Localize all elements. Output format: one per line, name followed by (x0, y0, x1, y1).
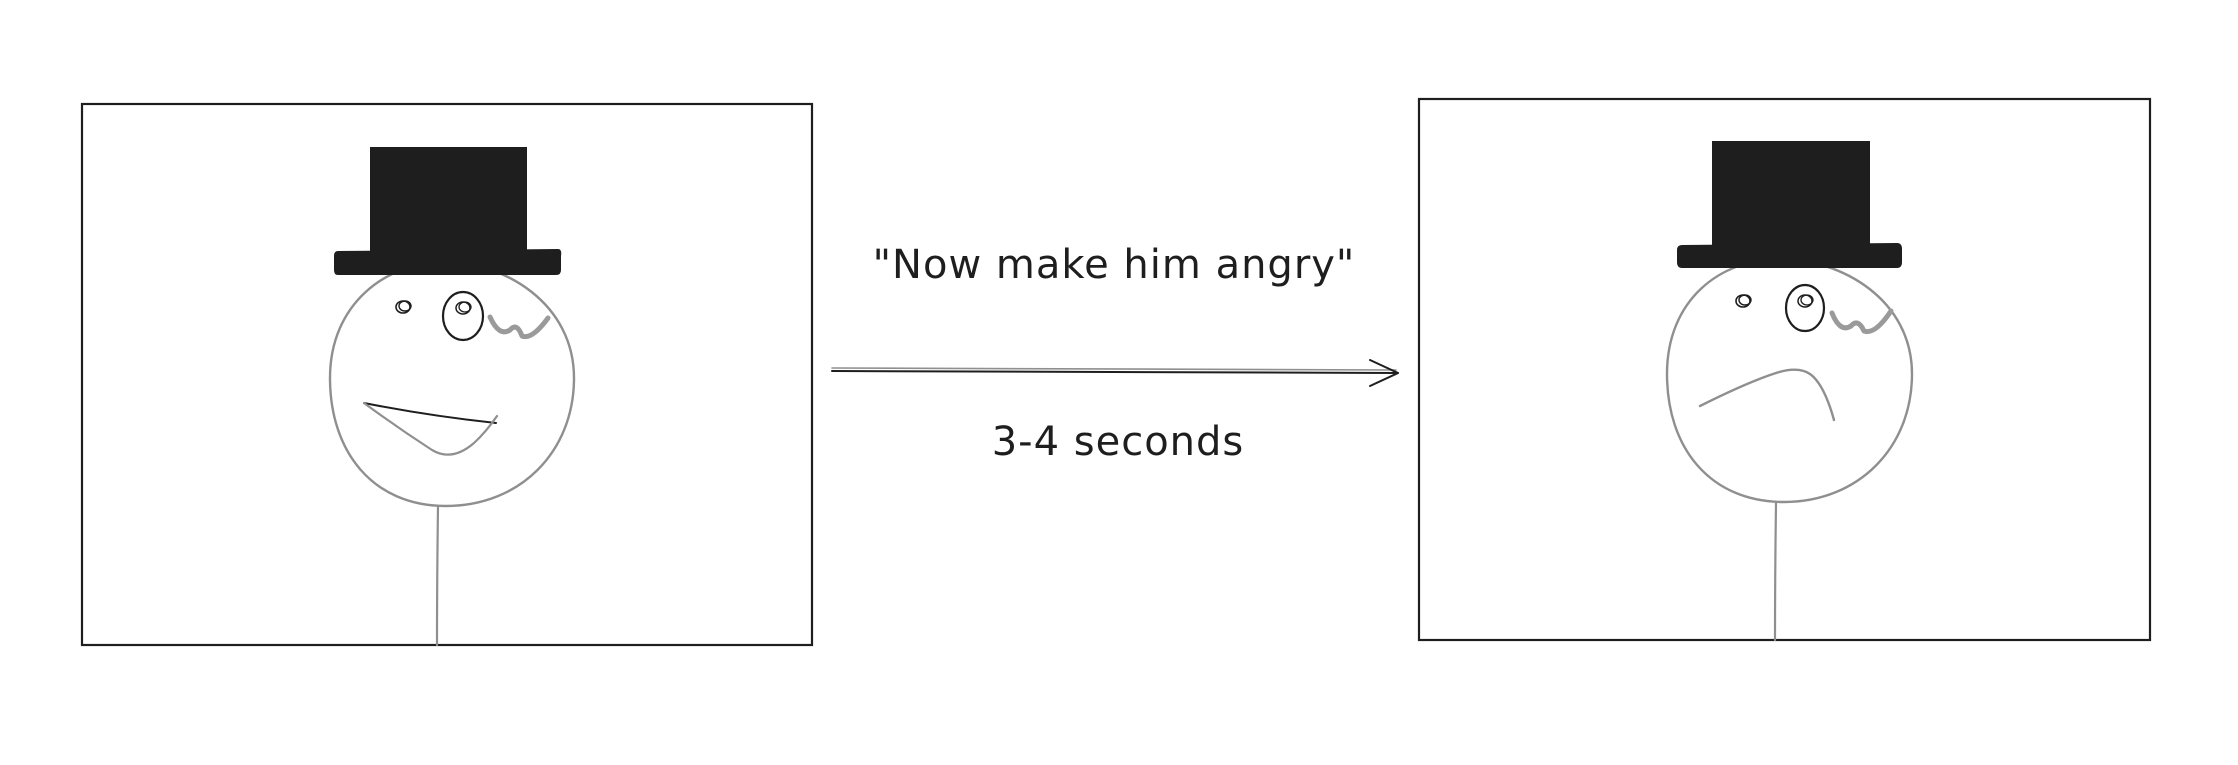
top-hat-icon (1677, 141, 1902, 268)
duration-label: 3-4 seconds (992, 419, 1245, 465)
eye-icon (1735, 294, 1752, 308)
eye-icon (395, 300, 412, 314)
smile-mouth (362, 401, 499, 456)
monocle-icon (441, 290, 485, 342)
frown-mouth (1698, 368, 1836, 422)
panel-after-frame (1417, 97, 2152, 642)
monocle-icon (1784, 283, 1826, 333)
transition-arrow (831, 359, 1399, 387)
mustache-icon (1829, 308, 1894, 335)
head-outline (1665, 257, 1914, 504)
stick-body (435, 504, 440, 647)
head-outline (328, 260, 576, 508)
top-hat-icon (334, 147, 562, 275)
panel-after (1417, 97, 2152, 642)
panel-before (80, 102, 814, 647)
prompt-label: "Now make him angry" (873, 242, 1356, 288)
mustache-icon (487, 314, 551, 340)
stick-body (1773, 501, 1778, 642)
panel-before-frame (80, 102, 814, 647)
